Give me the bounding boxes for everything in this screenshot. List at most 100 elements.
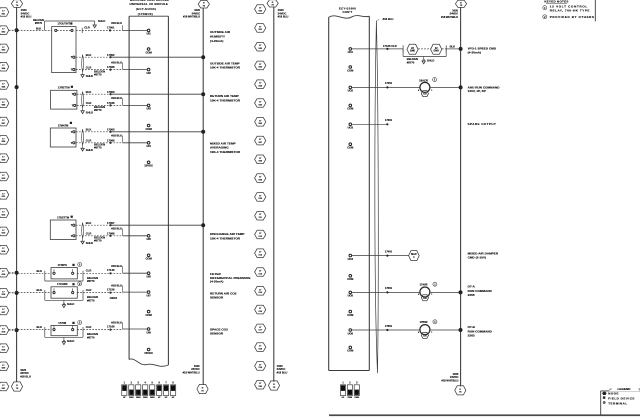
svg-text:UI4: UI4	[147, 144, 152, 148]
svg-text:#18 BLU: #18 BLU	[111, 264, 122, 268]
svg-text:17: 17	[2, 212, 5, 214]
svg-text:015: 015	[2, 274, 6, 276]
svg-text:17: 17	[2, 385, 5, 387]
svg-text:CLR: CLR	[86, 269, 92, 273]
svg-text:UI3: UI3	[147, 107, 152, 111]
svg-text:#18 BLU: #18 BLU	[21, 15, 32, 19]
svg-text:17: 17	[2, 230, 5, 232]
svg-text:FIELD DEVICE: FIELD DEVICE	[608, 397, 635, 401]
svg-text:17: 17	[259, 8, 262, 10]
svg-text:111: 111	[258, 217, 262, 219]
svg-text:T: T	[71, 55, 73, 59]
svg-text:SHLD: SHLD	[67, 339, 74, 343]
svg-text:100: 100	[258, 10, 262, 12]
svg-text:17026: 17026	[107, 65, 115, 69]
svg-text:D: D	[203, 3, 205, 5]
svg-text:010: 010	[2, 178, 6, 180]
svg-text:17125 CLR: 17125 CLR	[383, 44, 397, 48]
svg-text:BELDEN: BELDEN	[407, 57, 418, 61]
svg-text:LEGEND: LEGEND	[618, 387, 632, 391]
svg-text:COM: COM	[347, 313, 353, 317]
svg-text:DT-B: DT-B	[468, 325, 476, 329]
svg-text:COM: COM	[347, 107, 353, 111]
svg-text:BUILDING CONTROLLER: BUILDING CONTROLLER	[130, 0, 169, 2]
svg-text:17MATM: 17MATM	[58, 123, 68, 127]
svg-text:17DSTTM: 17DSTTM	[57, 215, 69, 219]
svg-text:17: 17	[259, 289, 262, 291]
svg-text:24VDC: 24VDC	[278, 11, 287, 15]
svg-text:SHLD: SHLD	[86, 148, 93, 152]
svg-text:2263: 2263	[468, 334, 475, 338]
svg-text:22: 22	[411, 47, 414, 50]
svg-text:018: 018	[2, 331, 6, 333]
svg-text:17B0R: 17B0R	[420, 321, 428, 324]
svg-text:24VDC: 24VDC	[450, 12, 458, 16]
svg-text:114: 114	[258, 272, 262, 275]
svg-text:RUN COMMAND: RUN COMMAND	[468, 289, 493, 293]
svg-text:UO6: UO6	[348, 331, 354, 335]
svg-text:VFD-1 SPEED CMD: VFD-1 SPEED CMD	[468, 46, 497, 50]
svg-text:75: 75	[16, 5, 19, 7]
svg-text:17: 17	[2, 248, 5, 250]
svg-text:24VDC: 24VDC	[20, 371, 29, 375]
svg-text:T: T	[71, 141, 73, 145]
svg-text:D: D	[16, 385, 18, 387]
svg-text:BELDEN: BELDEN	[87, 295, 98, 299]
svg-text:24VDC: 24VDC	[191, 367, 199, 371]
svg-text:13004: 13004	[110, 296, 118, 300]
svg-text:17: 17	[2, 84, 5, 86]
svg-text:COM: COM	[347, 277, 353, 281]
svg-text:UO3: UO3	[348, 126, 354, 130]
svg-text:1: 1	[124, 382, 126, 385]
svg-text:112: 112	[258, 236, 262, 238]
svg-text:007: 007	[2, 123, 6, 125]
svg-text:RETURN AIR CO2: RETURN AIR CO2	[210, 292, 237, 296]
svg-text:104: 104	[258, 85, 262, 88]
svg-text:116: 116	[258, 311, 262, 313]
svg-text:4: 4	[145, 382, 147, 385]
svg-text:GND: GND	[410, 50, 416, 53]
svg-text:3: 3	[356, 382, 358, 385]
svg-text:004: 004	[2, 67, 6, 70]
svg-text:COM: COM	[145, 257, 152, 261]
svg-text:17CO2M: 17CO2M	[57, 282, 67, 286]
svg-text:COM: COM	[145, 50, 152, 54]
svg-text:020: 020	[2, 368, 6, 370]
svg-text:#18 BLU: #18 BLU	[111, 21, 122, 25]
svg-text:BELDEN: BELDEN	[87, 276, 98, 280]
svg-text:BLK: BLK	[86, 128, 92, 132]
svg-text:UI8: UI8	[147, 330, 152, 334]
svg-text:17: 17	[259, 26, 262, 28]
svg-text:17: 17	[259, 83, 262, 85]
svg-text:118: 118	[258, 348, 262, 350]
svg-text:DWN: DWN	[129, 397, 134, 399]
svg-text:MIXED AIR TEMP: MIXED AIR TEMP	[210, 141, 236, 145]
svg-text:17501: 17501	[385, 286, 393, 290]
svg-text:#18 WHT/BLU: #18 WHT/BLU	[441, 15, 458, 19]
svg-text:SPARE OUTPUT: SPARE OUTPUT	[468, 122, 497, 126]
svg-text:=-: =-	[639, 388, 640, 391]
svg-text:3: 3	[138, 382, 140, 385]
svg-text:120: 120	[423, 94, 427, 96]
svg-text:#18 BLU: #18 BLU	[277, 370, 288, 374]
svg-text:17: 17	[2, 193, 5, 195]
svg-text:CLR: CLR	[86, 139, 92, 143]
svg-text:DWN: DWN	[143, 397, 148, 399]
svg-text:17401: 17401	[385, 249, 393, 253]
svg-text:#8770: #8770	[87, 279, 95, 283]
svg-text:#8770: #8770	[87, 335, 95, 339]
svg-text:BLK: BLK	[86, 53, 92, 57]
svg-text:BLK: BLK	[36, 26, 41, 30]
svg-text:6: 6	[159, 382, 161, 385]
svg-text:75: 75	[460, 5, 463, 7]
svg-text:D: D	[460, 389, 462, 391]
svg-text:119: 119	[258, 367, 262, 369]
svg-text:2: 2	[544, 16, 546, 19]
svg-text:SHLD: SHLD	[86, 74, 93, 78]
svg-text:#18 BLU: #18 BLU	[111, 227, 122, 231]
svg-text:10K-4 THERMISTOR: 10K-4 THERMISTOR	[210, 99, 241, 103]
svg-text:120: 120	[423, 298, 427, 300]
svg-text:1: 1	[434, 321, 436, 324]
svg-text:1020: 1020	[194, 364, 200, 368]
svg-text:17: 17	[2, 291, 5, 293]
